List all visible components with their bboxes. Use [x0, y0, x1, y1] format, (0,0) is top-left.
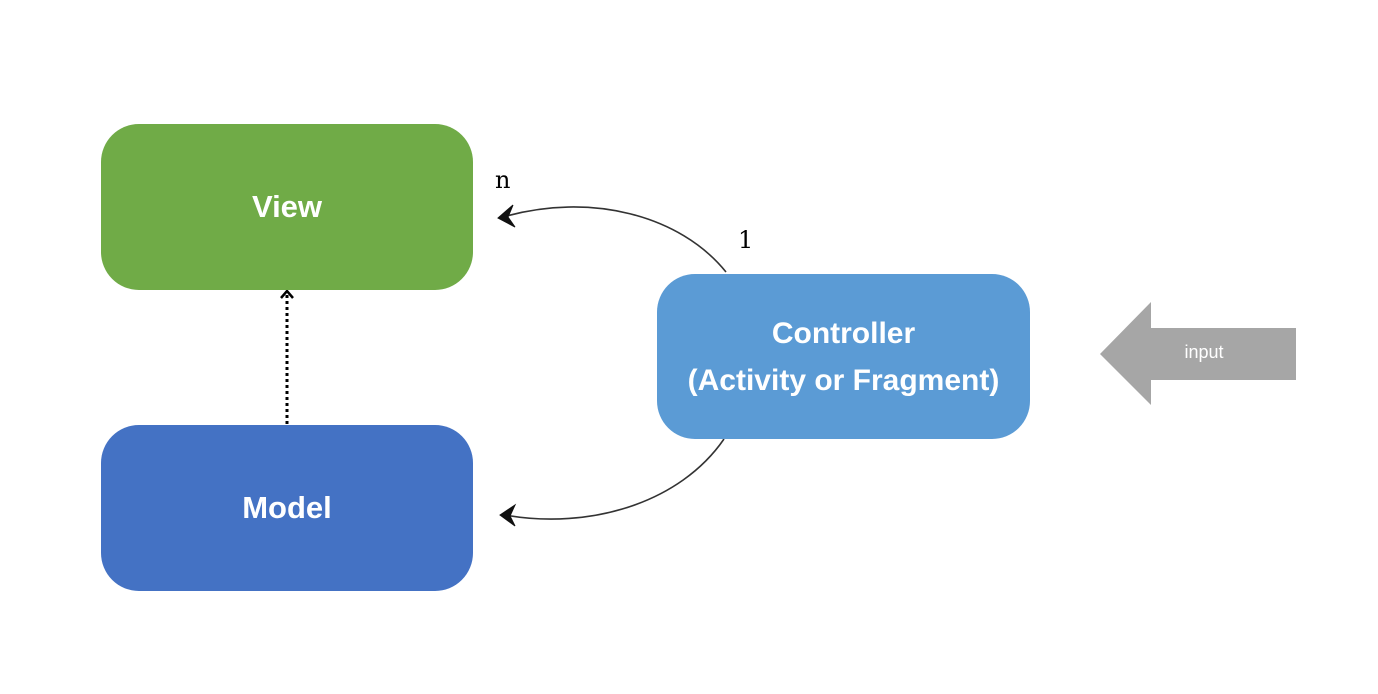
controller-sublabel: (Activity or Fragment) — [687, 363, 1000, 397]
multiplicity-1-label: 1 — [738, 226, 754, 254]
model-label: Model — [242, 490, 332, 525]
view-arrowhead — [497, 204, 516, 228]
model-node: Model — [101, 425, 473, 591]
input-arrow — [1100, 302, 1296, 405]
input-label: input — [1184, 342, 1224, 362]
dotted-arrowhead — [280, 289, 294, 299]
controller-node: Controller (Activity or Fragment) — [657, 274, 1030, 439]
model-arrowhead — [499, 503, 517, 527]
controller-to-view-connector — [502, 206, 727, 273]
controller-to-model-connector — [504, 438, 725, 520]
view-label: View — [251, 189, 323, 224]
controller-label: Controller — [771, 316, 916, 350]
view-node: View — [101, 124, 473, 290]
multiplicity-n-label: n — [495, 166, 511, 194]
